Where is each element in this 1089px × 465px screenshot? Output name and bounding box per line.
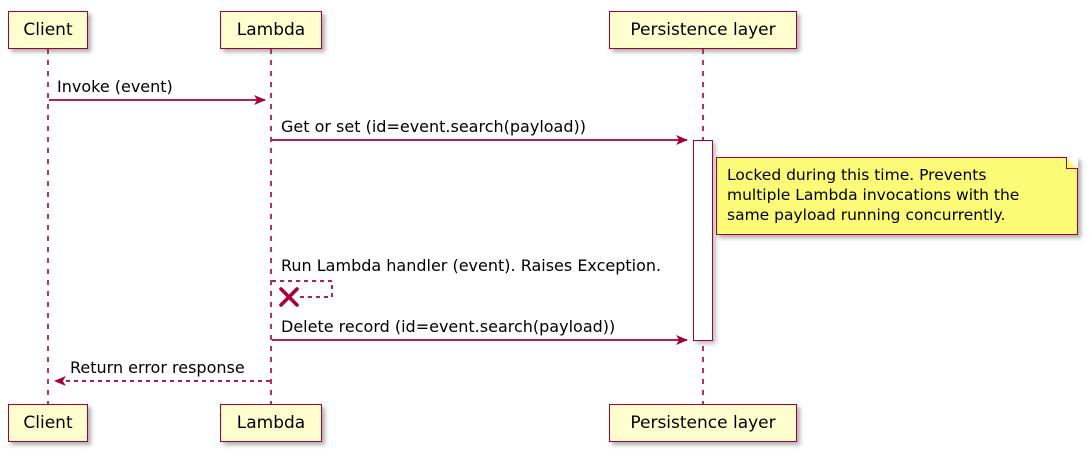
participant-lambda-bottom[interactable]: Lambda [220,404,322,442]
participant-label: Client [23,19,73,40]
participant-persistence-top[interactable]: Persistence layer [609,11,797,49]
participant-lambda-top[interactable]: Lambda [220,11,322,49]
message-label-run-lambda-handler: Run Lambda handler (event). Raises Excep… [281,256,662,275]
participant-label: Lambda [236,19,306,40]
exception-cross-icon [279,287,299,307]
participant-persistence-bottom[interactable]: Persistence layer [609,404,797,442]
note-lock-explanation: Locked during this time. Prevents multip… [716,157,1078,235]
participant-client-top[interactable]: Client [8,11,88,49]
message-label-return-error-response: Return error response [70,358,245,377]
message-self-loop-run-lambda-handler [272,280,333,307]
participant-label: Persistence layer [630,412,776,433]
message-label-invoke-event: Invoke (event) [57,77,173,96]
participant-client-bottom[interactable]: Client [8,404,88,442]
note-text: Locked during this time. Prevents multip… [727,166,1020,224]
activation-bar-persistence [693,140,713,341]
participant-label: Persistence layer [630,19,776,40]
message-label-delete-record: Delete record (id=event.search(payload)) [281,317,616,336]
message-label-get-or-set: Get or set (id=event.search(payload)) [281,117,586,136]
note-fold-corner-icon [1066,157,1078,169]
note-fold-edge-icon [1066,157,1078,169]
participant-label: Client [23,412,73,433]
participant-label: Lambda [236,412,306,433]
